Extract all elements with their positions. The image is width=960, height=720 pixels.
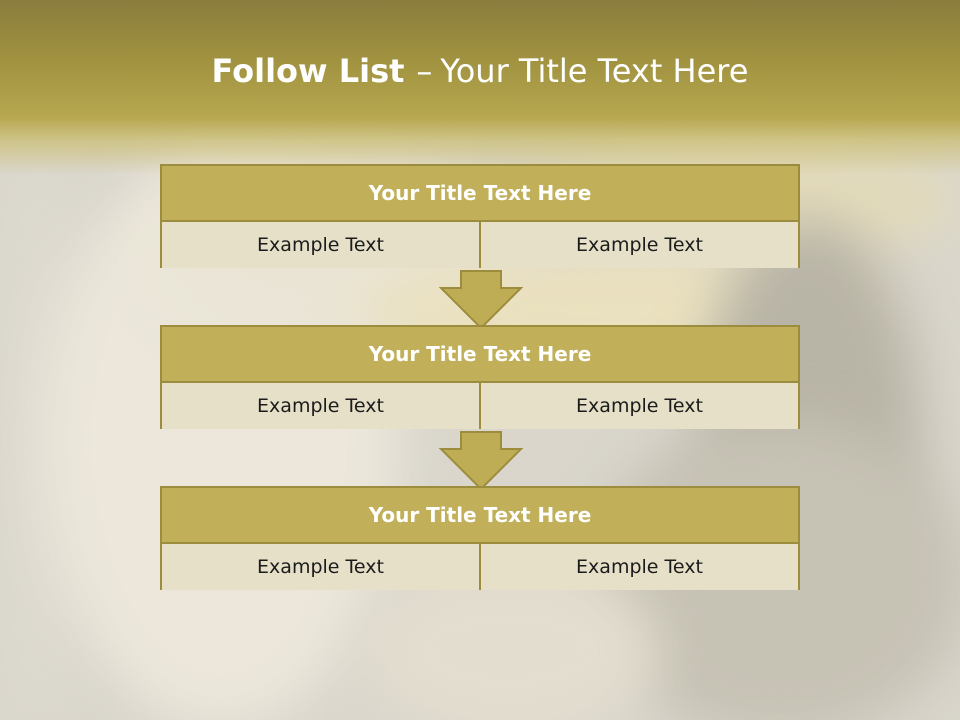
box-1-right-cell: Example Text xyxy=(481,222,798,268)
box-3-left-cell: Example Text xyxy=(162,544,481,590)
title-band xyxy=(0,0,960,175)
box-3-header: Your Title Text Here xyxy=(162,488,798,544)
title-separator: – xyxy=(416,52,433,90)
title-main: Follow List xyxy=(211,52,405,90)
box-1-header: Your Title Text Here xyxy=(162,166,798,222)
box-1-row: Example Text Example Text xyxy=(162,222,798,268)
list-box-3: Your Title Text Here Example Text Exampl… xyxy=(160,486,800,590)
box-2-header: Your Title Text Here xyxy=(162,327,798,383)
title-sub: Your Title Text Here xyxy=(440,52,749,90)
down-arrow-2 xyxy=(438,431,524,491)
list-box-2: Your Title Text Here Example Text Exampl… xyxy=(160,325,800,429)
down-arrow-1 xyxy=(438,270,524,330)
box-2-right-cell: Example Text xyxy=(481,383,798,429)
slide-title: Follow List–Your Title Text Here xyxy=(0,52,960,90)
box-3-row: Example Text Example Text xyxy=(162,544,798,590)
list-box-1: Your Title Text Here Example Text Exampl… xyxy=(160,164,800,268)
box-2-row: Example Text Example Text xyxy=(162,383,798,429)
box-2-left-cell: Example Text xyxy=(162,383,481,429)
box-3-right-cell: Example Text xyxy=(481,544,798,590)
box-1-left-cell: Example Text xyxy=(162,222,481,268)
